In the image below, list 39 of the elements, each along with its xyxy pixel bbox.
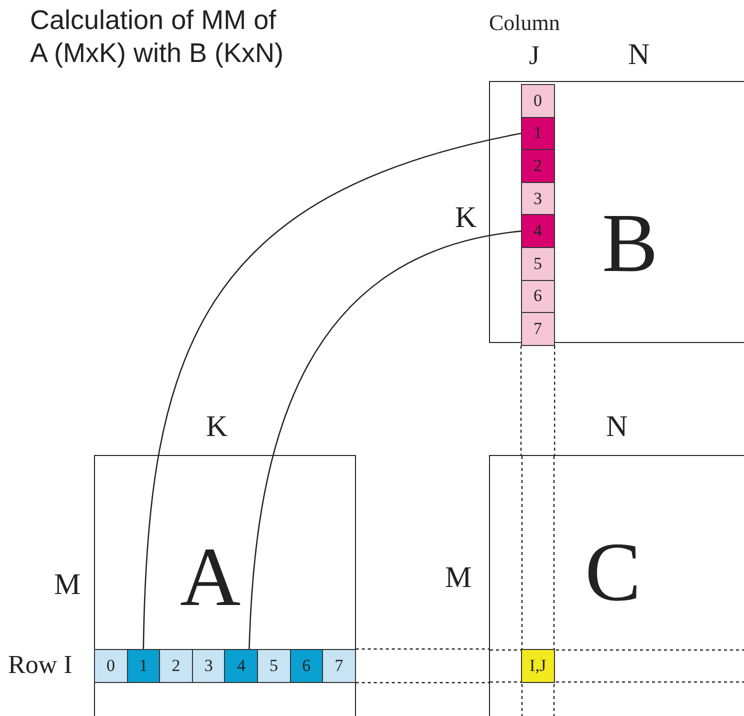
connector-line xyxy=(142,132,522,650)
dimension-label: N xyxy=(628,40,650,70)
dimension-label: M xyxy=(54,570,81,600)
matrix-letter: B xyxy=(602,202,658,286)
matrix-cell: 0 xyxy=(94,649,128,683)
matrix-cell: 6 xyxy=(521,280,555,314)
matrix-cell: 3 xyxy=(521,182,555,216)
row-label: Row I xyxy=(8,652,72,678)
dimension-label: K xyxy=(455,203,477,233)
dotted-connector xyxy=(554,346,556,455)
matrix-box xyxy=(489,81,744,343)
matrix-letter: C xyxy=(585,531,642,615)
dimension-label: M xyxy=(445,563,472,593)
title: Calculation of MM of A (MxK) with B (KxN) xyxy=(30,4,285,70)
matrix-cell: 6 xyxy=(290,649,324,683)
matrix-box xyxy=(94,455,356,716)
matrix-cell: 5 xyxy=(521,247,555,281)
dimension-label: K xyxy=(206,412,228,442)
matrix-cell: 4 xyxy=(224,649,258,683)
dotted-connector xyxy=(356,682,489,684)
dimension-label: N xyxy=(606,412,628,442)
connector-line xyxy=(248,230,522,650)
column-index-label: J xyxy=(529,42,540,69)
matrix-cell: 1 xyxy=(521,116,555,150)
matrix-cell: I,J xyxy=(521,649,555,683)
matrix-cell: 3 xyxy=(192,649,226,683)
column-label: Column xyxy=(489,12,560,34)
matrix-letter: A xyxy=(180,536,241,620)
matrix-cell: 7 xyxy=(521,312,555,346)
matrix-cell: 1 xyxy=(126,649,160,683)
matrix-cell: 7 xyxy=(322,649,356,683)
matrix-box xyxy=(489,455,744,716)
matrix-cell: 0 xyxy=(521,84,555,118)
dotted-connector xyxy=(520,346,522,455)
matrix-cell: 4 xyxy=(521,214,555,248)
matrix-cell: 2 xyxy=(159,649,193,683)
matrix-cell: 2 xyxy=(521,149,555,183)
matrix-cell: 5 xyxy=(257,649,291,683)
dotted-connector xyxy=(356,648,489,650)
